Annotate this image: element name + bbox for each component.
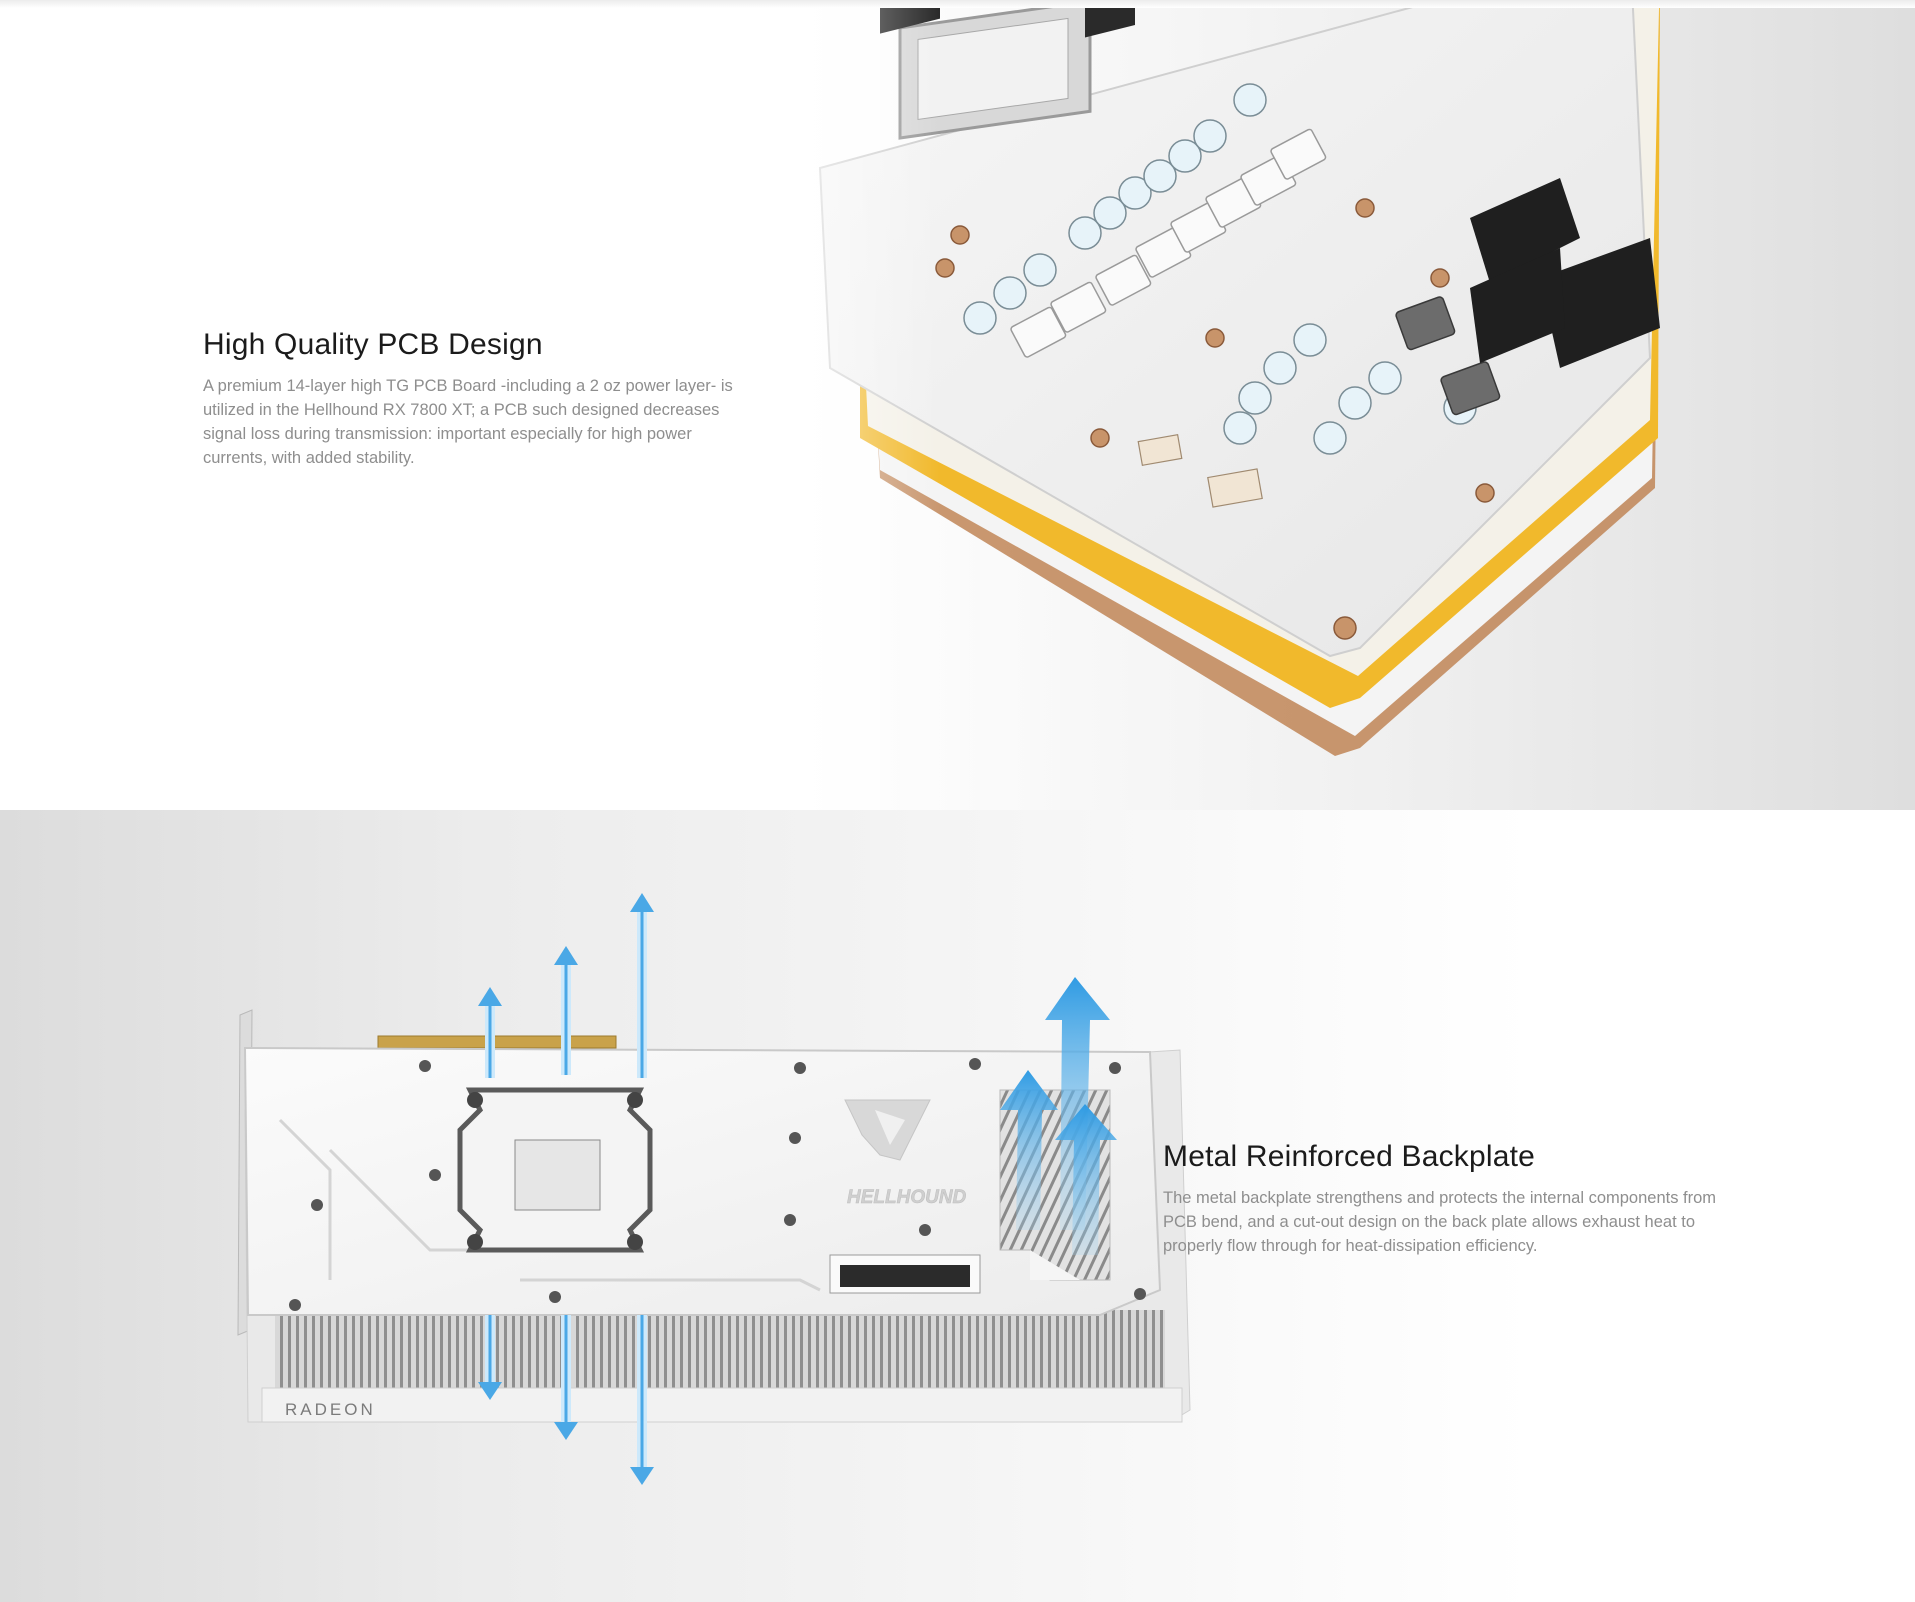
exhaust-arrow — [1000, 1070, 1058, 1230]
exhaust-arrows — [1000, 977, 1117, 1255]
hellhound-logo: HELLHOUND — [844, 1099, 967, 1208]
capacitors — [963, 83, 1477, 455]
airflow-arrows-down — [478, 1315, 654, 1485]
hellhound-logo-text: HELLHOUND — [847, 1187, 967, 1208]
chokes-r15 — [1010, 128, 1327, 358]
airflow-arrows-up — [478, 893, 654, 1078]
small-connectors — [1137, 434, 1263, 508]
backplate-section-description: The metal backplate strengthens and prot… — [1163, 1189, 1717, 1255]
power-connector-block — [829, 1254, 981, 1294]
top-divider — [0, 0, 1915, 8]
heatsink-fins-bottom — [275, 1310, 1165, 1390]
pcb-design-section: High Quality PCB Design A premium 14-lay… — [0, 8, 1915, 810]
mounting-holes — [935, 198, 1495, 640]
backplate-screws — [289, 1058, 1146, 1311]
backplate-text-block: Metal Reinforced Backplate The metal bac… — [1163, 1138, 1723, 1258]
gpu-die — [898, 8, 1092, 140]
airflow-arrow-up — [478, 987, 502, 1078]
gpu-retention-bracket — [457, 1087, 653, 1253]
pcb-text-block: High Quality PCB Design A premium 14-lay… — [203, 326, 743, 470]
backplate-card-image: RADEON HELLHOUND — [237, 893, 1191, 1485]
backplate-section: RADEON HELLHOUND — [0, 810, 1915, 1602]
pcb-board-image — [700, 8, 1660, 810]
backplate-section-title: Metal Reinforced Backplate — [1163, 1140, 1536, 1173]
brand-text: RADEON — [285, 1400, 376, 1419]
airflow-arrow-up — [630, 893, 654, 1078]
exhaust-arrow — [1055, 1104, 1117, 1255]
airflow-arrow-down — [630, 1315, 654, 1485]
pcb-section-title: High Quality PCB Design — [203, 328, 543, 361]
backplate-design-lines — [278, 1118, 821, 1292]
airflow-arrow-up — [554, 946, 578, 1075]
pcb-section-description: A premium 14-layer high TG PCB Board -in… — [203, 377, 733, 467]
airflow-arrow-down — [478, 1315, 502, 1400]
power-connectors — [1470, 178, 1660, 368]
exhaust-arrow — [1045, 977, 1110, 1230]
chokes-r19 — [1395, 296, 1501, 416]
airflow-arrow-down — [554, 1315, 578, 1440]
pcie-gold-contacts — [377, 1035, 617, 1049]
